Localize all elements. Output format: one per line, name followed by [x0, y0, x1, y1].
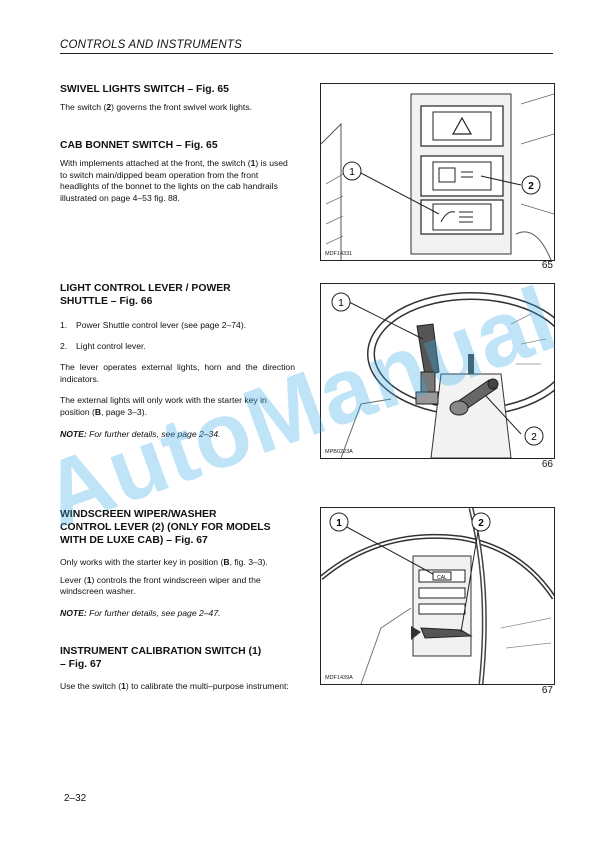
switch-panel-illustration: 1 2: [321, 93, 554, 260]
paragraph: The lever operates external lights, horn…: [60, 362, 295, 384]
paragraph: Only works with the starter key in posit…: [60, 557, 268, 567]
figure-66: 1 2 MPB0223A: [320, 283, 555, 459]
figure-number: 66: [541, 459, 553, 470]
paragraph: The external lights will only work with …: [60, 395, 267, 417]
page-number: 2–32: [64, 793, 87, 804]
section-title: CAB BONNET SWITCH – Fig. 65: [60, 140, 218, 151]
note: NOTE: For further details, see page 2–47…: [60, 607, 221, 618]
figure-id: MPB0223A: [325, 449, 353, 455]
section-title: SWIVEL LIGHTS SWITCH – Fig. 65: [60, 84, 229, 95]
section-text: The switch (2) governs the front swivel …: [60, 102, 253, 112]
callout-1: 1: [349, 167, 355, 178]
paragraph: Use the switch (1) to calibrate the mult…: [60, 681, 289, 691]
list-item: 2.Light control lever.: [60, 340, 146, 351]
section-swivel-lights: SWIVEL LIGHTS SWITCH – Fig. 65 The switc…: [60, 83, 295, 114]
figure-number: 67: [541, 685, 553, 696]
callout-1: 1: [336, 518, 342, 529]
section-text: With implements attached at the front, t…: [60, 158, 288, 203]
callout-2: 2: [531, 432, 537, 443]
callout-2: 2: [478, 518, 484, 529]
section-title: INSTRUMENT CALIBRATION SWITCH (1)– Fig. …: [60, 646, 262, 670]
list-item: 1.Power Shuttle control lever (see page …: [60, 320, 247, 330]
section-cab-bonnet: CAB BONNET SWITCH – Fig. 65 With impleme…: [60, 139, 295, 204]
section-instrument-calibration: INSTRUMENT CALIBRATION SWITCH (1)– Fig. …: [60, 645, 295, 693]
figure-67: CAL 1 2 MDF1439A: [320, 507, 555, 685]
figure-number: 65: [541, 260, 553, 271]
cal-switch-label: CAL: [437, 575, 447, 581]
page-header: CONTROLS AND INSTRUMENTS: [60, 39, 553, 54]
wiper-lever-illustration: CAL 1 2: [321, 508, 554, 684]
figure-id: MDF1439A: [325, 675, 353, 681]
numbered-list: 1.Power Shuttle control lever (see page …: [60, 320, 295, 352]
callout-2: 2: [528, 181, 534, 192]
figure-65: 1 2 MDF14331: [320, 83, 555, 261]
callout-1: 1: [338, 298, 344, 309]
paragraph: Lever (1) controls the front windscreen …: [60, 574, 261, 597]
note: NOTE: For further details, see page 2–34…: [60, 428, 221, 439]
figure-id: MDF14331: [325, 251, 353, 257]
steering-column-illustration: 1 2: [331, 292, 554, 458]
